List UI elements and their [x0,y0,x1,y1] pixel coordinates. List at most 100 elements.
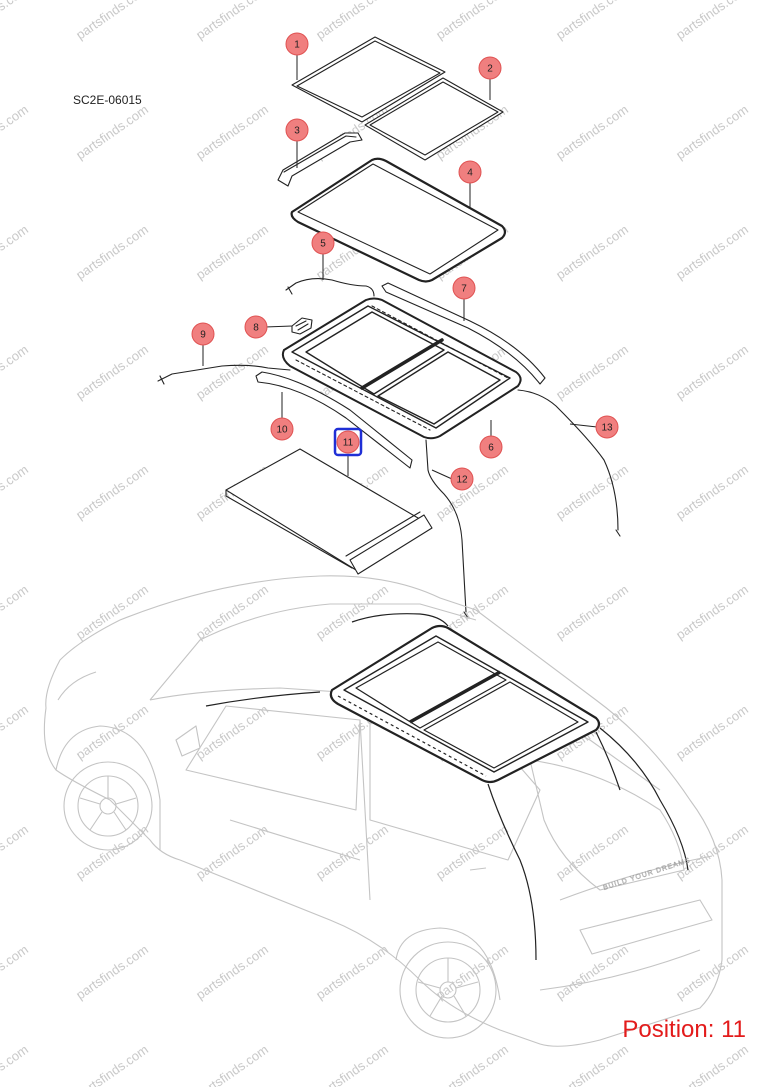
left-guide-rail [255,371,413,469]
watermark-text: partsfinds.com [193,1042,271,1087]
callout-number: 13 [601,423,613,434]
callout-circle [479,435,503,459]
callout-number: 1 [294,40,300,51]
watermark-text: partsfinds.com [673,462,751,523]
watermark-text: partsfinds.com [73,702,151,763]
watermark-text: partsfinds.com [673,822,751,883]
callout-5[interactable]: 5 [311,231,335,255]
callout-8[interactable]: 8 [244,315,268,339]
callout-number: 11 [343,438,354,449]
callout-12[interactable]: 12 [450,467,474,491]
watermark-text: partsfinds.com [0,942,31,1003]
watermark-text: partsfinds.com [553,462,631,523]
sunshade-blind [225,448,433,575]
watermark-text: partsfinds.com [0,0,31,42]
diagram-code: SC2E-06015 [73,93,142,107]
watermark-text: partsfinds.com [73,822,151,883]
watermark-text: partsfinds.com [313,0,391,42]
callout-circle [595,415,619,439]
installed-sunroof [205,613,689,961]
callout-number: 12 [456,475,468,486]
watermark-text: partsfinds.com [0,702,31,763]
watermark-text: partsfinds.com [73,942,151,1003]
watermark-text: partsfinds.com [673,582,751,643]
position-label: Position: 11 [622,1016,746,1043]
watermark-text: partsfinds.com [673,222,751,283]
callout-circle [452,276,476,300]
callout-10[interactable]: 10 [270,417,294,441]
callout-circle [450,467,474,491]
callout-11[interactable]: 11 [333,427,363,457]
callout-4[interactable]: 4 [458,160,482,184]
callout-number: 8 [253,323,259,334]
callout-circle [270,417,294,441]
callout-number: 3 [294,126,300,137]
callout-number: 5 [320,239,326,250]
watermark-text: partsfinds.com [73,222,151,283]
watermark-text: partsfinds.com [313,942,391,1003]
watermark-text: partsfinds.com [0,822,31,883]
watermark-text: partsfinds.com [673,1042,751,1087]
watermark-text: partsfinds.com [673,342,751,403]
watermark-text: partsfinds.com [73,1042,151,1087]
rear-right-drain-hose [517,389,621,537]
vehicle-illustration [43,575,723,1047]
watermark-text: partsfinds.com [193,582,271,643]
watermark-text: partsfinds.com [193,942,271,1003]
watermark-text: partsfinds.com [193,702,271,763]
callout-circle [478,56,502,80]
callout-9[interactable]: 9 [191,322,215,346]
watermark-text: partsfinds.com [0,342,31,403]
callout-number: 6 [488,443,494,454]
watermark-text: partsfinds.com [433,462,511,523]
sunroof-frame-assembly [281,297,522,440]
watermark-text: partsfinds.com [73,102,151,163]
watermark-text: partsfinds.com [313,1042,391,1087]
watermark-text: partsfinds.com [73,342,151,403]
watermark-text: partsfinds.com [0,102,31,163]
callout-number: 9 [200,330,206,341]
watermark-text: partsfinds.com [553,222,631,283]
callout-3[interactable]: 3 [285,118,309,142]
callout-6[interactable]: 6 [479,435,503,459]
watermark-text: partsfinds.com [0,1042,31,1087]
watermark-text: partsfinds.com [673,0,751,42]
left-front-drain-hose [157,364,291,385]
callout-circle [336,430,360,454]
watermark-text: partsfinds.com [193,822,271,883]
watermark-text: partsfinds.com [193,0,271,42]
watermark-text: partsfinds.com [0,462,31,523]
watermark-text: partsfinds.com [553,582,631,643]
callout-number: 7 [461,284,467,295]
watermark-text: partsfinds.com [433,822,511,883]
watermark-text: partsfinds.com [193,342,271,403]
front-drain-hose [285,277,375,297]
watermark-text: partsfinds.com [553,342,631,403]
watermark-text: partsfinds.com [553,1042,631,1087]
rear-glass-panel [364,77,504,161]
watermark-text: partsfinds.com [553,102,631,163]
right-guide-rail [381,282,546,385]
watermark-text: partsfinds.com [313,582,391,643]
callout-number: 2 [487,64,493,75]
callout-circle [285,32,309,56]
front-glass-panel [291,36,446,123]
callout-13[interactable]: 13 [595,415,619,439]
sunroof-motor [291,317,313,335]
glass-seal-frame [290,157,507,283]
callout-circle [244,315,268,339]
watermark-text: partsfinds.com [553,822,631,883]
callout-number: 10 [276,425,288,436]
callout-2[interactable]: 2 [478,56,502,80]
callout-circle [285,118,309,142]
watermark-text: partsfinds.com [0,582,31,643]
watermark-text: partsfinds.com [673,702,751,763]
callout-1[interactable]: 1 [285,32,309,56]
watermark-text: partsfinds.com [73,462,151,523]
callout-7[interactable]: 7 [452,276,476,300]
watermark-text: partsfinds.com [0,222,31,283]
callout-circle [191,322,215,346]
rear-left-drain-hose [425,439,469,619]
